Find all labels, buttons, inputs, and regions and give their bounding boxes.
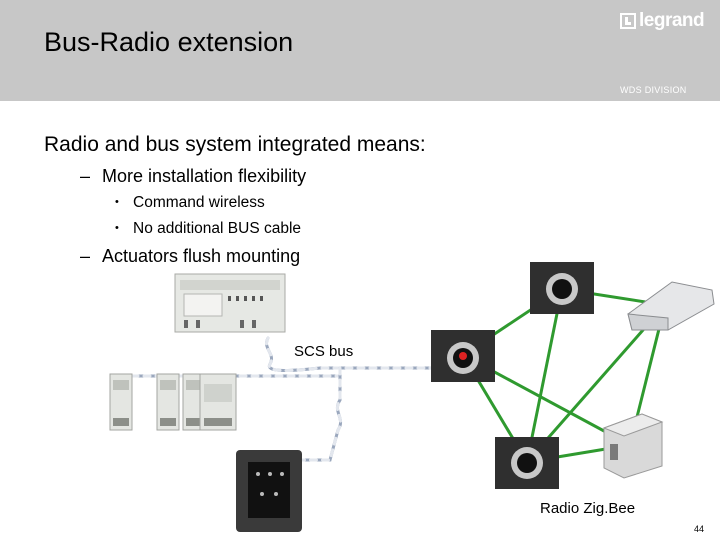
radio-interface-module	[199, 373, 237, 431]
radio-switch	[431, 330, 495, 382]
bullet-item: –Actuators flush mounting	[80, 246, 300, 267]
din-module	[109, 373, 133, 431]
division-label: WDS DIVISION	[620, 85, 687, 95]
slide-header	[0, 0, 720, 101]
dot-marker: •	[115, 222, 119, 234]
bullet-label: Actuators flush mounting	[102, 246, 301, 266]
junction-box-actuator	[602, 413, 664, 479]
radio-actuator	[627, 281, 715, 331]
sub-bullet-item: • Command wireless	[115, 194, 265, 212]
bullet-item: –More installation flexibility	[80, 166, 306, 187]
scs-bus-label: SCS bus	[294, 343, 354, 360]
dash-marker: –	[80, 246, 91, 266]
radio-switch	[530, 262, 594, 314]
sub-bullet-label: Command wireless	[133, 194, 265, 211]
page-number: 44	[694, 524, 705, 534]
legrand-logo-icon	[620, 13, 636, 29]
radio-switch	[495, 437, 559, 489]
power-supply-module	[174, 273, 286, 333]
bullet-label: More installation flexibility	[102, 166, 307, 186]
legrand-logo: legrand	[620, 9, 705, 33]
logo-text: legrand	[639, 10, 705, 31]
touch-panel	[236, 450, 302, 532]
dot-marker: •	[115, 196, 119, 208]
sub-bullet-label: No additional BUS cable	[133, 220, 302, 237]
din-module	[156, 373, 180, 431]
sub-bullet-item: • No additional BUS cable	[115, 220, 301, 238]
main-heading: Radio and bus system integrated means:	[44, 133, 426, 156]
dash-marker: –	[80, 166, 91, 186]
slide-title: Bus-Radio extension	[44, 27, 294, 57]
radio-zigbee-label: Radio Zig.Bee	[540, 500, 636, 517]
